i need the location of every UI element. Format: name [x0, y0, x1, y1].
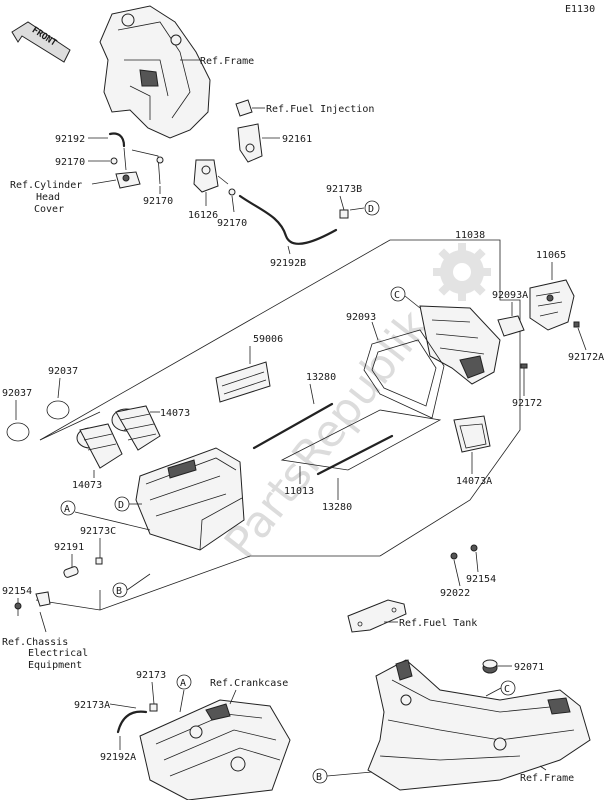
- label-92192b: 92192B: [270, 258, 306, 269]
- valve-16126-part: [193, 159, 229, 193]
- gasket-92093-part: [363, 329, 445, 419]
- bushing-92071-part: [482, 659, 498, 674]
- label-13280-b: 13280: [322, 502, 352, 513]
- fuel-tank-bracket-part: [347, 599, 407, 633]
- label-ref-fuel-injection: Ref.Fuel Injection: [266, 104, 374, 115]
- duct-14073-b-part: [76, 423, 123, 469]
- callout-c-mid: C: [390, 286, 406, 302]
- label-14073-a: 14073: [160, 408, 190, 419]
- frame-bottom-part: [367, 659, 591, 791]
- label-92022: 92022: [440, 588, 470, 599]
- label-92172a: 92172A: [568, 352, 604, 363]
- label-ref-cylinder-2: Head: [36, 192, 60, 203]
- label-ref-cylinder-3: Cover: [34, 204, 64, 215]
- plate-11013-part: [280, 409, 442, 471]
- clamp-92037-b-part: [6, 422, 30, 442]
- label-92170-a: 92170: [55, 157, 85, 168]
- label-92192a: 92192A: [100, 752, 136, 763]
- label-ref-chassis-1: Ref.Chassis: [2, 637, 68, 648]
- label-92154-a: 92154: [2, 586, 32, 597]
- label-11013: 11013: [284, 486, 314, 497]
- gear-watermark-icon: [433, 243, 491, 301]
- label-92172: 92172: [512, 398, 542, 409]
- callout-a-bottom-label: A: [180, 678, 186, 689]
- callout-d-top-label: D: [368, 204, 374, 215]
- label-92173: 92173: [136, 670, 166, 681]
- label-ref-crankcase: Ref.Crankcase: [210, 678, 288, 689]
- label-14073-b: 14073: [72, 480, 102, 491]
- airbox-body-part: [135, 447, 245, 551]
- label-ref-fuel-tank: Ref.Fuel Tank: [399, 618, 477, 629]
- front-arrow-icon: FRONT: [11, 21, 71, 63]
- label-ref-frame-bottom: Ref.Frame: [520, 773, 574, 784]
- callout-d-top: D: [364, 200, 380, 216]
- label-92037-b: 92037: [2, 388, 32, 399]
- label-14073a: 14073A: [456, 476, 492, 487]
- callout-d-mid-label: D: [118, 500, 124, 511]
- callout-b-bottom-label: B: [316, 772, 322, 783]
- label-92161: 92161: [282, 134, 312, 145]
- label-16126: 16126: [188, 210, 218, 221]
- label-92173b: 92173B: [326, 184, 362, 195]
- callout-c-bottom: C: [500, 680, 516, 696]
- label-92173c: 92173C: [80, 526, 116, 537]
- callout-a-mid-label: A: [64, 504, 70, 515]
- label-11065: 11065: [536, 250, 566, 261]
- callout-a-mid: A: [60, 500, 76, 516]
- callout-b-bottom: B: [312, 768, 328, 784]
- duct-14073a-part: [453, 415, 491, 453]
- element-59006-part: [215, 361, 271, 403]
- label-ref-frame-top: Ref.Frame: [200, 56, 254, 67]
- clamp-92037-a-part: [46, 400, 70, 420]
- watermark-text: PartsRepublik: [215, 301, 440, 569]
- label-ref-chassis-3: Equipment: [28, 660, 82, 671]
- watermark: PartsRepublik: [215, 301, 440, 569]
- callout-b-mid-label: B: [116, 586, 122, 597]
- callout-a-bottom: A: [176, 674, 192, 690]
- callout-c-bottom-label: C: [504, 684, 510, 695]
- label-59006: 59006: [253, 334, 283, 345]
- label-13280-a: 13280: [306, 372, 336, 383]
- breather-cap-part: [115, 171, 141, 189]
- callout-b-mid: B: [112, 582, 128, 598]
- airbox-assembly-outline: [35, 239, 521, 611]
- label-ref-chassis-2: Electrical: [28, 648, 88, 659]
- callout-d-mid: D: [114, 496, 130, 512]
- frame-top-part: [99, 5, 211, 139]
- label-ref-cylinder-1: Ref.Cylinder: [10, 180, 82, 191]
- cover-11065-part: [529, 279, 575, 331]
- label-92170-b: 92170: [143, 196, 173, 207]
- throttle-bracket-part: [235, 99, 263, 163]
- label-11038: 11038: [455, 230, 485, 241]
- label-92071: 92071: [514, 662, 544, 673]
- label-92192: 92192: [55, 134, 85, 145]
- callout-c-mid-label: C: [394, 290, 400, 301]
- hose-92192a-part: [116, 710, 148, 734]
- crankcase-part: [139, 699, 291, 800]
- label-92173a: 92173A: [74, 700, 110, 711]
- gasket-92093a-part: [497, 315, 525, 337]
- duct-14073-a-part: [111, 405, 161, 451]
- label-92037-a: 92037: [48, 366, 78, 377]
- label-92093a: 92093A: [492, 290, 528, 301]
- label-92191: 92191: [54, 542, 84, 553]
- seal-13280-b-part: [316, 434, 394, 476]
- seal-13280-a-part: [252, 402, 334, 450]
- bolt-92172a-part: [573, 321, 580, 328]
- diagram-code: E1130: [565, 4, 595, 15]
- label-92170-c: 92170: [217, 218, 247, 229]
- label-92154-b: 92154: [466, 574, 496, 585]
- plug-92191-part: [63, 566, 79, 578]
- airbox-cover-part: [419, 305, 501, 385]
- label-92093: 92093: [346, 312, 376, 323]
